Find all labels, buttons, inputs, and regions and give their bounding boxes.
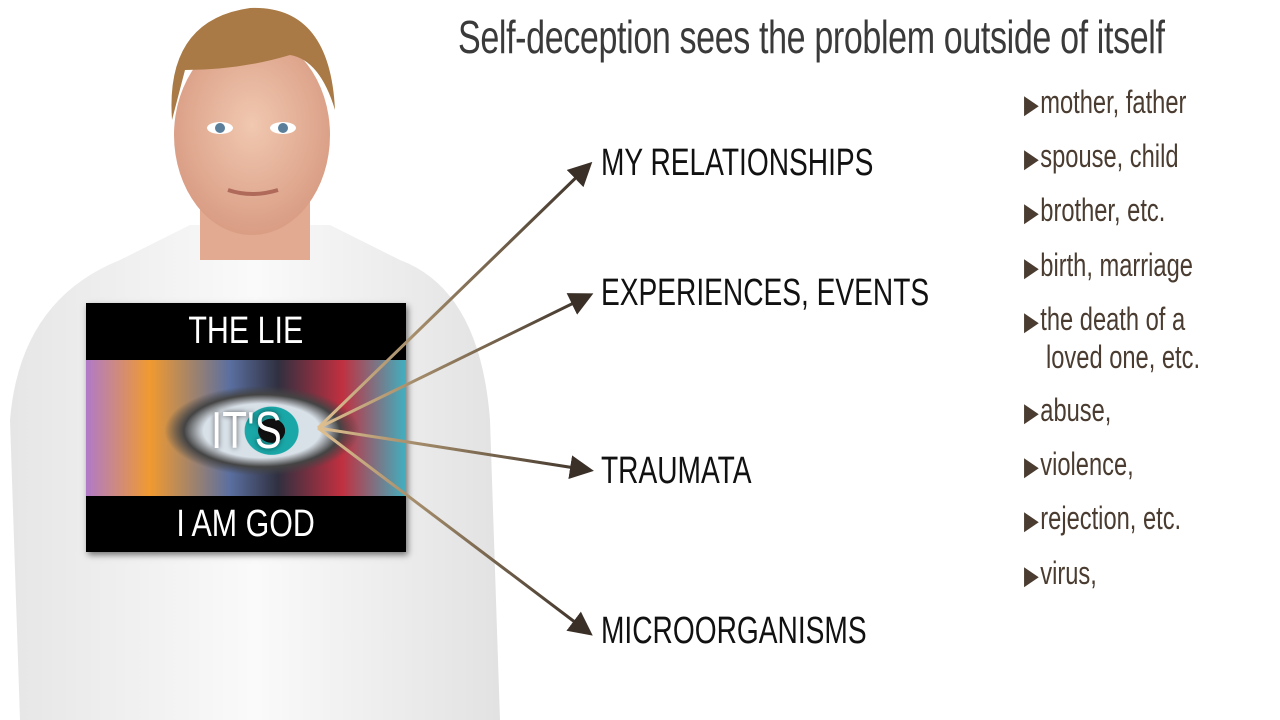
triangle-bullet-icon: ▶ [1024, 505, 1039, 535]
card-top-text: THE LIE [188, 310, 304, 352]
arrow-relationships [316, 161, 593, 430]
the-lie-card: THE LIE IT'S I AM GOD [86, 303, 406, 552]
arrow-experiences [317, 293, 594, 430]
category-microorganisms: MICROORGANISMS [601, 610, 867, 652]
triangle-bullet-icon: ▶ [1024, 143, 1039, 173]
card-bottom-band: I AM GOD [86, 496, 406, 552]
arrow-microorganisms [317, 426, 593, 636]
bullet-item: ▶the death of a [1024, 301, 1186, 337]
triangle-bullet-icon: ▶ [1024, 560, 1039, 590]
card-bottom-text: I AM GOD [176, 503, 316, 545]
bullet-item: ▶rejection, etc. [1024, 500, 1182, 536]
card-top-band: THE LIE [86, 303, 406, 360]
bullet-item: ▶virus, [1024, 555, 1097, 591]
category-relationships: MY RELATIONSHIPS [601, 142, 874, 184]
triangle-bullet-icon: ▶ [1024, 89, 1039, 119]
bullet-item: ▶abuse, [1024, 392, 1112, 428]
triangle-bullet-icon: ▶ [1024, 306, 1039, 336]
triangle-bullet-icon: ▶ [1024, 451, 1039, 481]
mosaic-eye-image [86, 360, 406, 496]
bullet-item-continuation: loved one, etc. [1046, 339, 1201, 375]
category-experiences: EXPERIENCES, EVENTS [601, 272, 930, 314]
triangle-bullet-icon: ▶ [1024, 397, 1039, 427]
triangle-bullet-icon: ▶ [1024, 252, 1039, 282]
bullet-item: ▶spouse, child [1024, 138, 1179, 174]
slide-title: Self-deception sees the problem outside … [458, 11, 1165, 63]
arrow-traumata [317, 426, 594, 480]
bullet-item: ▶birth, marriage [1024, 247, 1193, 283]
bullet-item: ▶mother, father [1024, 84, 1187, 120]
triangle-bullet-icon: ▶ [1024, 197, 1039, 227]
category-traumata: TRAUMATA [601, 450, 752, 492]
bullet-item: ▶violence, [1024, 446, 1134, 482]
bullet-item: ▶brother, etc. [1024, 192, 1166, 228]
card-middle-text: IT'S [210, 402, 282, 460]
